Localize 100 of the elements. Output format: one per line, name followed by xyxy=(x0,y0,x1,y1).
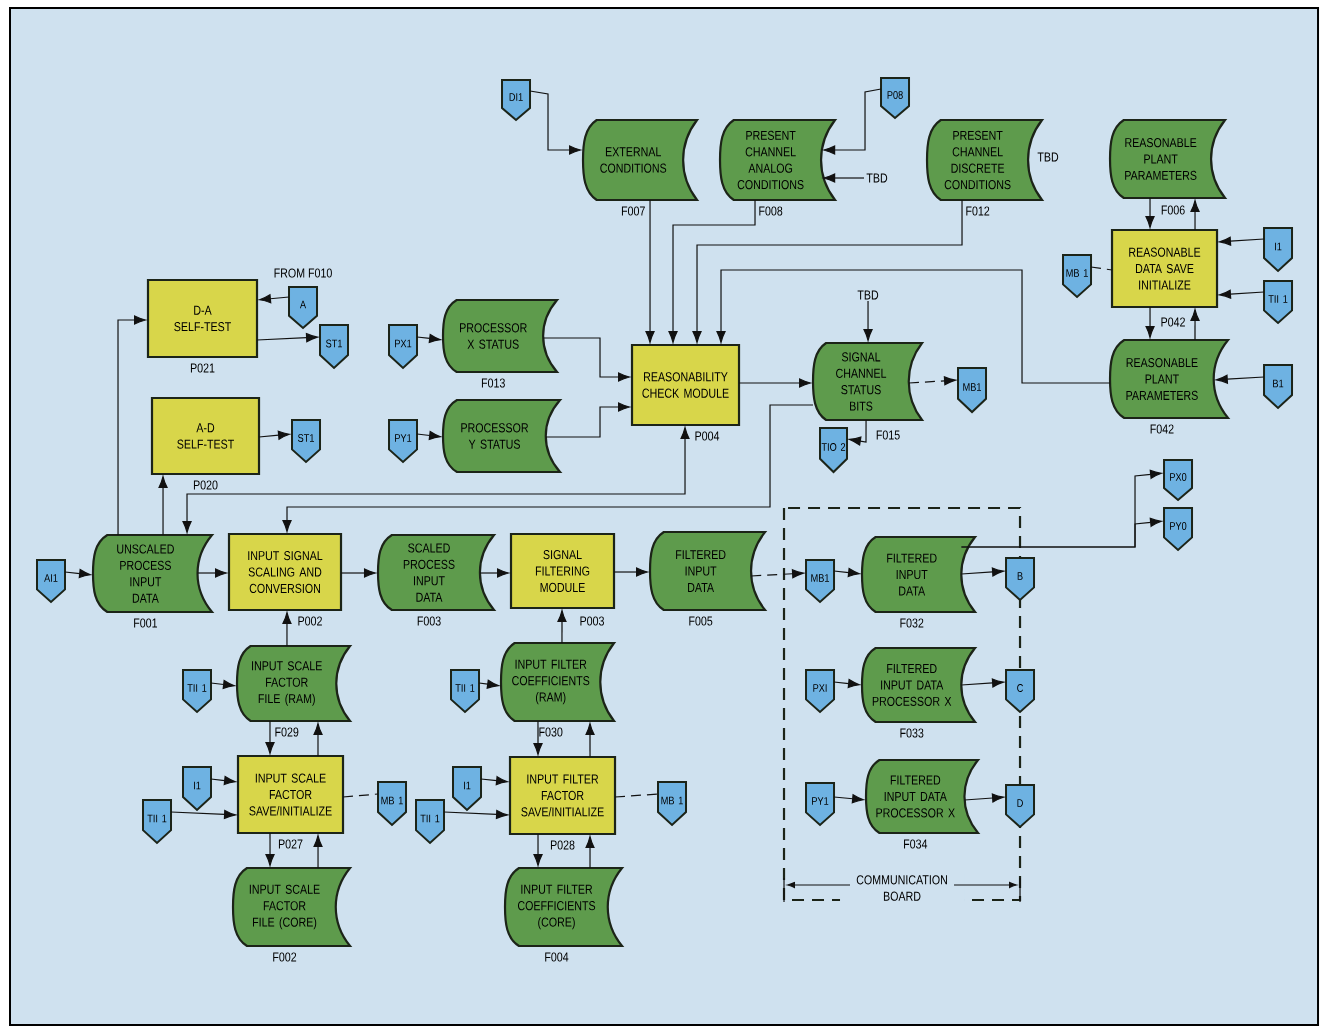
dashed-line xyxy=(1090,266,1113,271)
arrow xyxy=(479,568,510,578)
process-box: INPUT FILTER FACTOR SAVE/INITIALIZE xyxy=(508,755,617,836)
arrow xyxy=(1215,374,1265,384)
id-label: F002 xyxy=(273,952,297,962)
id-label: F007 xyxy=(621,206,645,216)
arrow xyxy=(416,333,442,344)
arrow xyxy=(1145,197,1155,228)
id-label: P027 xyxy=(278,839,303,849)
arrow xyxy=(1219,236,1265,246)
id-label: F042 xyxy=(1150,424,1174,434)
id-label: P003 xyxy=(580,616,604,626)
id-label: F006 xyxy=(1161,205,1185,215)
data-file: FILTERED INPUT DATA PROCESSOR X xyxy=(864,758,980,835)
arrow xyxy=(585,836,595,869)
arrow xyxy=(645,199,655,343)
id-label: P020 xyxy=(193,480,218,490)
arrow xyxy=(557,610,567,644)
arrow xyxy=(960,567,1005,577)
arrow xyxy=(533,833,543,866)
arrow xyxy=(1190,200,1200,231)
arrow xyxy=(529,90,582,155)
arrow xyxy=(823,88,882,155)
note-text: TBD xyxy=(857,290,879,300)
id-label: F001 xyxy=(134,618,157,628)
arrow xyxy=(265,832,275,866)
id-label: F015 xyxy=(876,430,900,440)
process-box: D-A SELF-TEST xyxy=(146,278,259,359)
data-file: FILTERED INPUT DATA xyxy=(648,530,767,612)
arrow xyxy=(313,835,323,869)
id-label: F013 xyxy=(481,378,505,388)
id-label: FROM F010 xyxy=(274,268,332,278)
arrow xyxy=(613,567,648,577)
dashed-line xyxy=(614,793,659,798)
id-label: F005 xyxy=(689,616,713,626)
arrow xyxy=(833,568,860,578)
data-file: INPUT FILTER COEFFICIENTS (RAM) xyxy=(499,641,616,723)
arrow xyxy=(258,430,291,440)
arrow xyxy=(158,476,168,536)
arrow xyxy=(340,568,376,578)
arrow xyxy=(313,723,323,757)
arrow xyxy=(210,679,235,690)
id-label: F034 xyxy=(904,839,928,849)
arrow xyxy=(964,793,1005,803)
id-label: P028 xyxy=(550,840,575,850)
id-label: P004 xyxy=(695,431,720,441)
arrow xyxy=(480,776,509,786)
arrow xyxy=(585,723,595,758)
id-label: F032 xyxy=(900,618,924,628)
arrow xyxy=(716,269,1111,384)
arrow xyxy=(117,315,146,536)
arrow xyxy=(258,294,290,304)
process-box: REASONABLE DATA SAVE INITIALIZE xyxy=(1110,228,1219,309)
arrow xyxy=(849,419,867,446)
arrow xyxy=(182,427,690,533)
arrow xyxy=(282,404,814,532)
data-file: PRESENT CHANNEL ANALOG CONDITIONS xyxy=(718,118,837,202)
arrow xyxy=(533,720,543,755)
arrow xyxy=(908,376,957,386)
note-text: TBD xyxy=(866,173,888,183)
id-label: F030 xyxy=(539,727,563,737)
id-label: P002 xyxy=(298,616,322,626)
arrow xyxy=(692,199,963,343)
arrow xyxy=(1219,289,1265,299)
arrow xyxy=(197,568,227,578)
id-label: P021 xyxy=(190,363,215,373)
arrow xyxy=(863,300,873,341)
data-file: EXTERNAL CONDITIONS xyxy=(581,118,699,202)
arrow xyxy=(833,679,860,689)
process-box: INPUT SIGNAL SCALING AND CONVERSION xyxy=(227,532,343,612)
id-label: F029 xyxy=(275,727,299,737)
process-box: A-D SELF-TEST xyxy=(150,396,261,476)
arrow xyxy=(545,402,630,438)
data-file: PROCESSOR X STATUS xyxy=(441,298,559,374)
id-label: P042 xyxy=(1161,317,1185,327)
arrow xyxy=(478,679,500,689)
arrow xyxy=(823,173,865,183)
id-label: F008 xyxy=(759,206,783,216)
data-file: FILTERED INPUT DATA PROCESSOR X xyxy=(860,646,977,724)
process-box: INPUT SCALE FACTOR SAVE/INITIALIZE xyxy=(236,754,345,835)
arrow xyxy=(64,569,92,579)
arrow xyxy=(1190,309,1200,341)
data-file: REASONABLE PLANT PARAMETERS xyxy=(1108,118,1227,200)
id-label: F012 xyxy=(966,206,990,216)
dashed-line xyxy=(342,793,379,798)
id-label: F033 xyxy=(900,728,924,738)
id-label: F003 xyxy=(417,616,441,626)
data-file: SCALED PROCESS INPUT DATA xyxy=(376,533,496,612)
arrow xyxy=(960,678,1005,688)
arrow xyxy=(265,720,275,754)
id-label: F004 xyxy=(545,952,569,962)
arrow xyxy=(668,199,756,343)
arrow xyxy=(833,794,865,804)
arrow xyxy=(542,337,630,382)
data-file: REASONABLE PLANT PARAMETERS xyxy=(1108,338,1230,420)
arrow xyxy=(210,776,237,786)
arrow xyxy=(750,569,805,579)
process-box: SIGNAL FILTERING MODULE xyxy=(509,532,616,610)
process-box: REASONABILITY CHECK MODULE xyxy=(630,343,741,427)
arrow xyxy=(256,333,319,343)
